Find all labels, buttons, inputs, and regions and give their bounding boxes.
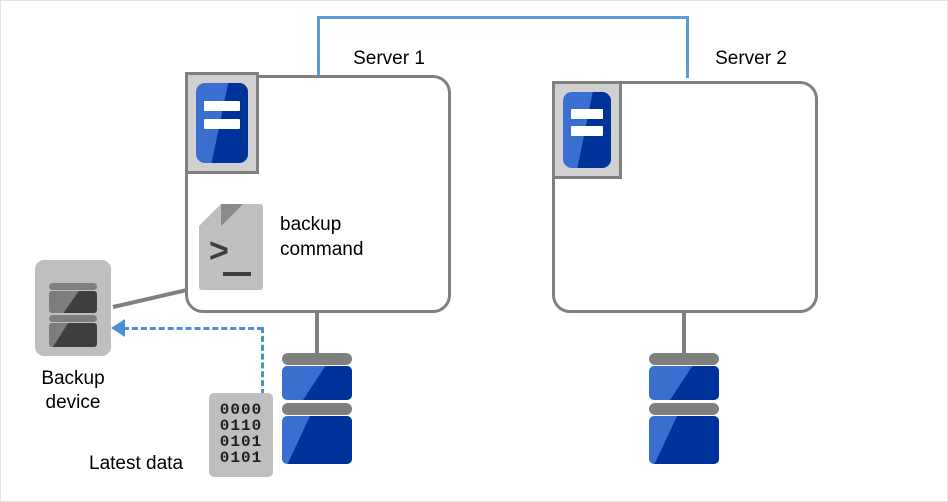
server-icon-body [563, 92, 611, 168]
server1-db-block-bottom-shade [287, 416, 352, 464]
server2-db-block-bottom-shade [654, 416, 719, 464]
server2-db-block-top [649, 366, 719, 400]
backup-device-bar-mid [49, 315, 97, 322]
server2-db-bar-top [649, 353, 719, 365]
server-icon-bar-1 [204, 100, 240, 111]
server2-title: Server 2 [715, 48, 787, 69]
server2-db-bar-mid [649, 403, 719, 415]
script-chevron-glyph: > [209, 232, 229, 270]
backup-device-block-bottom [49, 323, 97, 347]
script-terminal-icon: > [199, 204, 263, 290]
script-fold-cut [199, 204, 221, 226]
script-underscore-glyph [223, 272, 251, 276]
server1-db-block-bottom [282, 416, 352, 464]
server-icon-body [196, 83, 248, 163]
backup-device-block-top-shade [63, 291, 97, 313]
backup-device-label-line2: device [45, 392, 101, 413]
server-icon [552, 81, 622, 179]
binary-data-rows: 0000 0110 0101 0101 [209, 402, 273, 466]
backup-device-block-top [49, 291, 97, 313]
backup-flow-arrow-head-icon [111, 319, 125, 337]
server2-storage-connector [682, 311, 686, 359]
backup-command-label-line1: backup [280, 214, 342, 235]
backup-flow-arrow-vertical [261, 327, 264, 395]
backup-device-label-line1: Backup [41, 368, 105, 389]
server2-db-block-top-shade [670, 366, 719, 400]
script-fold-shadow [221, 204, 243, 226]
latest-data-label: Latest data [89, 453, 184, 474]
binary-row: 0101 [219, 433, 263, 451]
server-icon-bar-2 [204, 119, 240, 130]
server-icon [185, 72, 259, 174]
server-icon-bar-1 [570, 108, 604, 119]
binary-row: 0101 [219, 449, 263, 467]
server1-db-block-top [282, 366, 352, 400]
backup-device-icon [35, 260, 111, 356]
binary-row: 0000 [219, 401, 263, 419]
server1-storage-connector [315, 311, 319, 359]
server1-db-block-top-shade [303, 366, 352, 400]
backup-device-bar-top [49, 283, 97, 290]
server1-db-bar-top [282, 353, 352, 365]
backup-command-label-line2: command [280, 239, 364, 260]
backup-device-block-bottom-shade [52, 323, 97, 347]
server-icon-bar-2 [570, 126, 604, 137]
backup-device-server-connector [112, 287, 188, 309]
server1-db-bar-mid [282, 403, 352, 415]
server2-db-block-bottom [649, 416, 719, 464]
server1-title: Server 1 [353, 48, 425, 69]
binary-row: 0110 [219, 417, 263, 435]
backup-flow-arrow-horizontal [123, 327, 263, 330]
binary-data-icon: 0000 0110 0101 0101 [209, 393, 273, 477]
server-link-bracket [317, 16, 689, 78]
